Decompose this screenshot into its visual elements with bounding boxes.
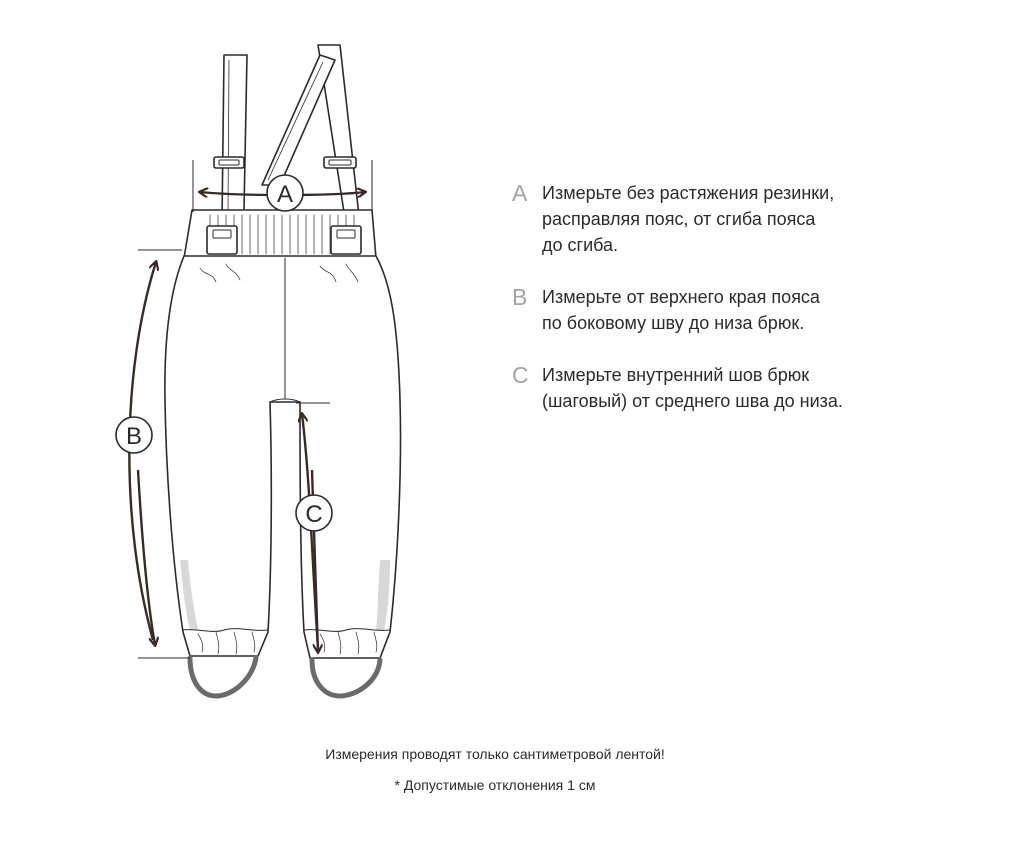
legend-item-b: B Измерьте от верхнего края пояса по бок… — [512, 284, 820, 336]
measurement-c — [295, 402, 333, 652]
waistband — [183, 209, 377, 259]
legend-text-b: Измерьте от верхнего края пояса по боков… — [542, 287, 820, 333]
measurement-b — [115, 249, 190, 659]
marker-b: B — [126, 423, 142, 450]
measuring-tape-note: Измерения проводят только сантиметровой … — [325, 746, 665, 762]
legend-text-c: Измерьте внутренний шов брюк (шаговый) о… — [542, 365, 843, 411]
marker-a: A — [277, 181, 293, 208]
tolerance-note: * Допустимые отклонения 1 см — [394, 777, 596, 793]
legend-letter-c: C — [512, 362, 529, 388]
marker-c: C — [305, 501, 322, 528]
trousers-body — [164, 255, 402, 659]
foot-straps — [187, 655, 383, 699]
legend-text-a: Измерьте без растяжения резинки, расправ… — [542, 183, 835, 255]
measurement-a — [192, 160, 373, 212]
legend-letter-a: A — [512, 180, 528, 206]
legend-letter-b: B — [512, 284, 528, 310]
legend-item-a: A Измерьте без растяжения резинки, распр… — [512, 180, 834, 258]
legend-item-c: C Измерьте внутренний шов брюк (шаговый)… — [512, 362, 843, 414]
left-suspender-strap — [221, 54, 248, 223]
